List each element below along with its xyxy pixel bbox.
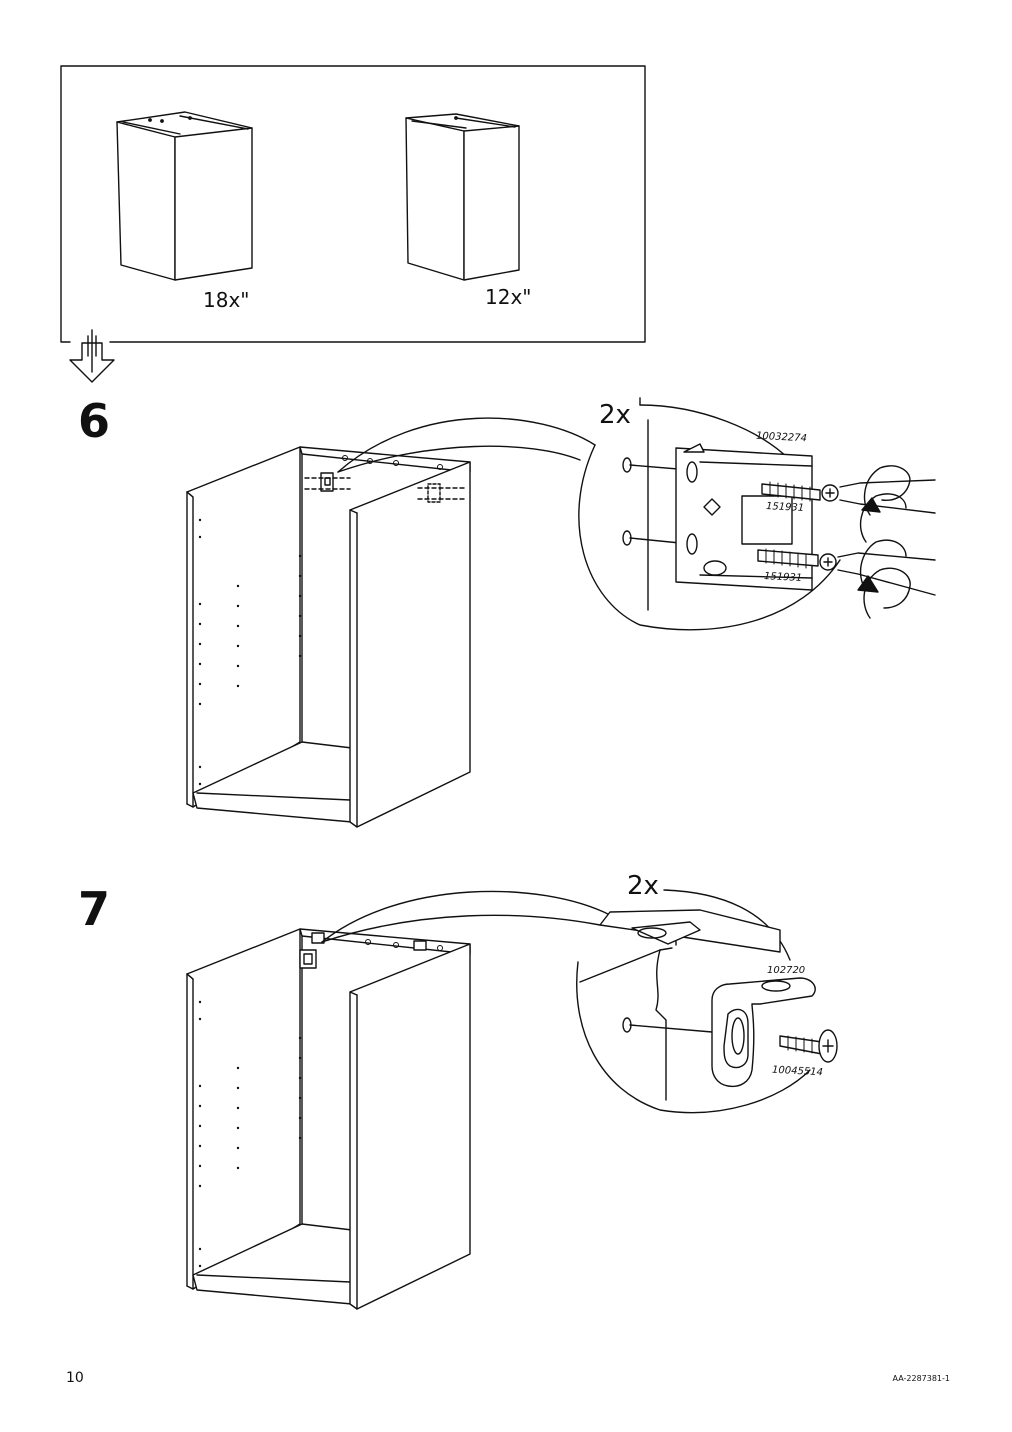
down-arrow-icon [69,329,115,383]
cabinet-12-icon [405,113,520,281]
step-6-number: 6 [78,394,111,448]
step-6-screw-part-number-top: 151931 [765,501,805,514]
intro-box [60,65,646,343]
step-6-quantity: 2x [599,400,631,430]
step-6-screw-part-number-bottom: 151931 [763,571,803,584]
step-7-quantity: 2x [627,871,659,901]
page-number: 10 [66,1370,84,1386]
step6-cabinet [186,446,471,828]
step7-callout [321,889,838,1114]
cabinet-12-label: 12x" [485,285,532,309]
cabinet-18-label: 18x" [203,288,250,312]
cabinet-18-icon [116,111,253,281]
step7-cabinet [186,928,471,1310]
step-7-number: 7 [78,882,111,936]
step-7-bracket-part-number: 102720 [767,965,806,976]
document-code: AA-2287381-1 [892,1374,950,1383]
step6-callout [337,397,936,631]
